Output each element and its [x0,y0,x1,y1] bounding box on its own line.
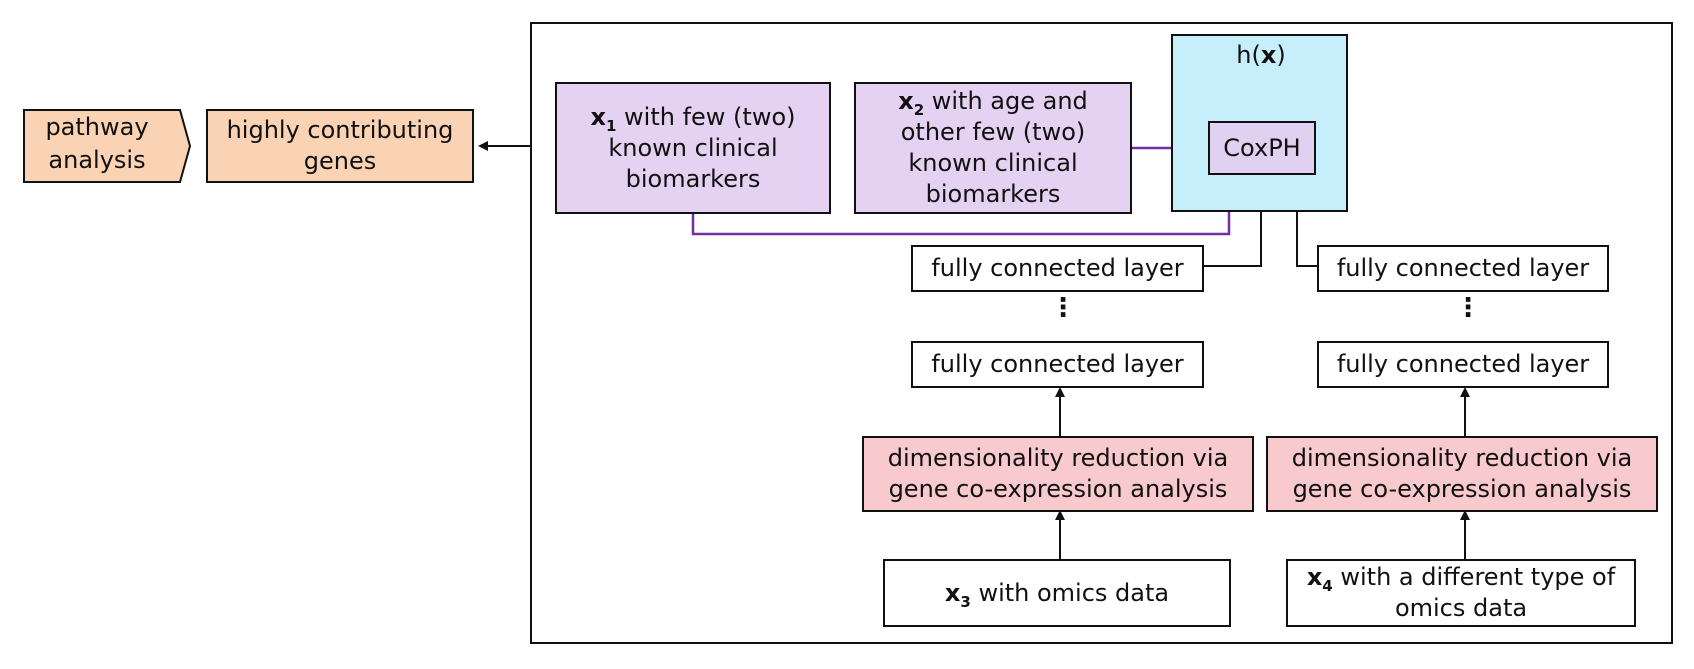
right-fc-layer-bottom: fully connected layer [1317,341,1609,388]
left-fc-layer-bottom: fully connected layer [911,341,1204,388]
x3-omics-box: x3 with omics data [883,559,1231,627]
right-dim-reduction-box: dimensionality reduction via gene co-exp… [1266,436,1658,512]
coxph-box: CoxPH [1208,121,1316,175]
model-frame [530,22,1673,644]
right-fc-layer-top: fully connected layer [1317,245,1609,292]
pathway-analysis-label: pathway analysis [45,113,149,174]
left-ellipsis: ⋮ [1050,293,1076,323]
coxph-label: CoxPH [1223,133,1301,162]
x3-omics-label: x3 with omics data [944,578,1170,611]
x1-clinical-box: x1 with few (two) known clinical biomark… [555,82,831,214]
highly-contributing-genes-label: highly contributing genes [226,116,454,175]
left-fc-layer-top: fully connected layer [911,245,1204,292]
highly-contributing-genes-box: highly contributing genes [206,109,474,183]
x2-clinical-box: x2 with age and other few (two) known cl… [854,82,1132,214]
output-hazard-label: h(x) [1236,41,1286,69]
x2-clinical-label: x2 with age and other few (two) known cl… [898,87,1088,208]
x4-omics-box: x4 with a different type of omics data [1286,559,1636,627]
left-dim-reduction-box: dimensionality reduction via gene co-exp… [862,436,1254,512]
x1-clinical-label: x1 with few (two) known clinical biomark… [590,102,796,193]
x4-omics-label: x4 with a different type of omics data [1306,563,1616,622]
right-ellipsis: ⋮ [1455,293,1481,323]
pathway-analysis-shape [23,109,191,183]
